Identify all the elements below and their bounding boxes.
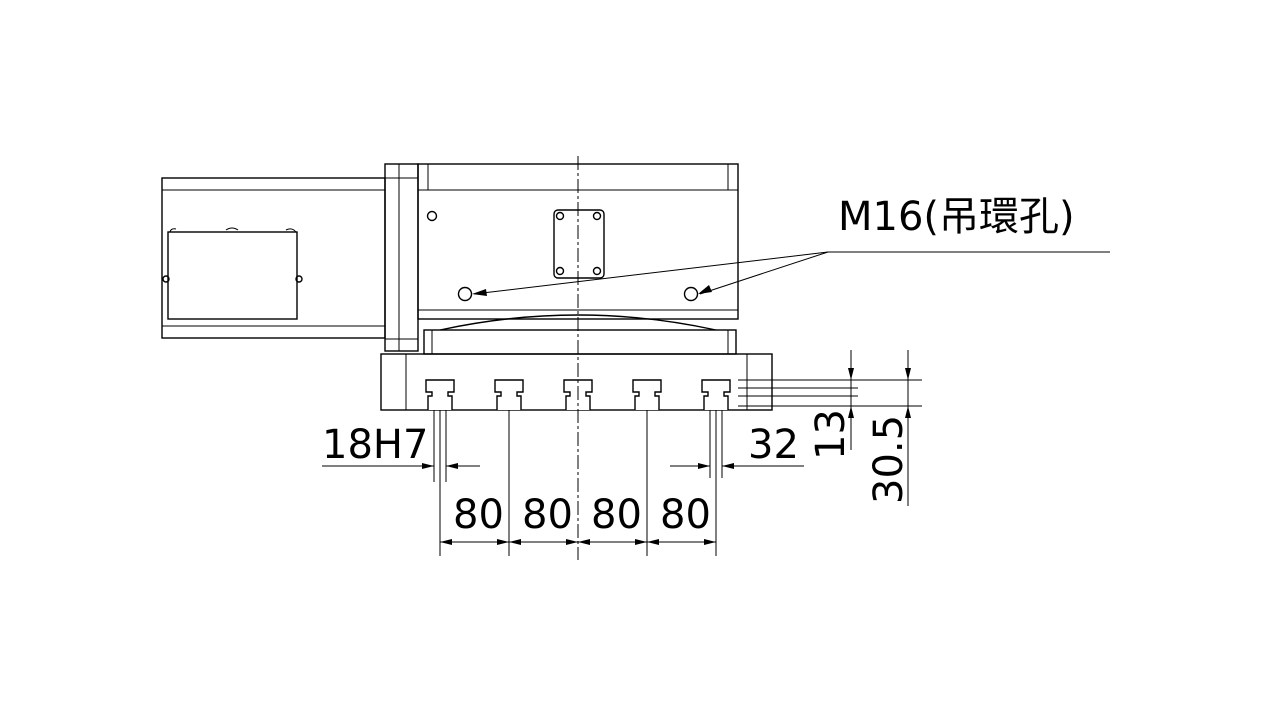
flange — [384, 163, 419, 352]
hoist-hole-label: M16(吊環孔) — [838, 194, 1075, 240]
terminal-box — [162, 227, 303, 320]
hoist-holes — [457, 286, 699, 302]
pitch-label-2: 80 — [522, 492, 573, 538]
hoist-hole-left-icon — [457, 286, 473, 302]
edge-offset-label: 32 — [748, 422, 799, 468]
hoist-hole-leader — [472, 251, 1110, 296]
edge-offset-dimension — [670, 410, 804, 478]
motor-housing — [161, 177, 386, 339]
slot-width-label: 18H7 — [322, 422, 428, 468]
bearing-ring — [423, 314, 737, 355]
slot-depth-dimension — [848, 350, 854, 450]
pitch-label-4: 80 — [660, 492, 711, 538]
t-slots — [425, 379, 731, 410]
table-thickness-dimension — [905, 350, 911, 506]
hoist-hole-right-icon — [683, 286, 699, 302]
cover-plate — [553, 209, 605, 279]
slot-width-dimension — [322, 410, 480, 482]
pitch-label-1: 80 — [453, 492, 504, 538]
pitch-dimensions — [439, 410, 717, 556]
pitch-label-3: 80 — [591, 492, 642, 538]
small-hole-icon — [426, 210, 438, 222]
table-thickness-label: 30.5 — [866, 415, 912, 504]
slot-depth-label: 13 — [808, 409, 854, 460]
